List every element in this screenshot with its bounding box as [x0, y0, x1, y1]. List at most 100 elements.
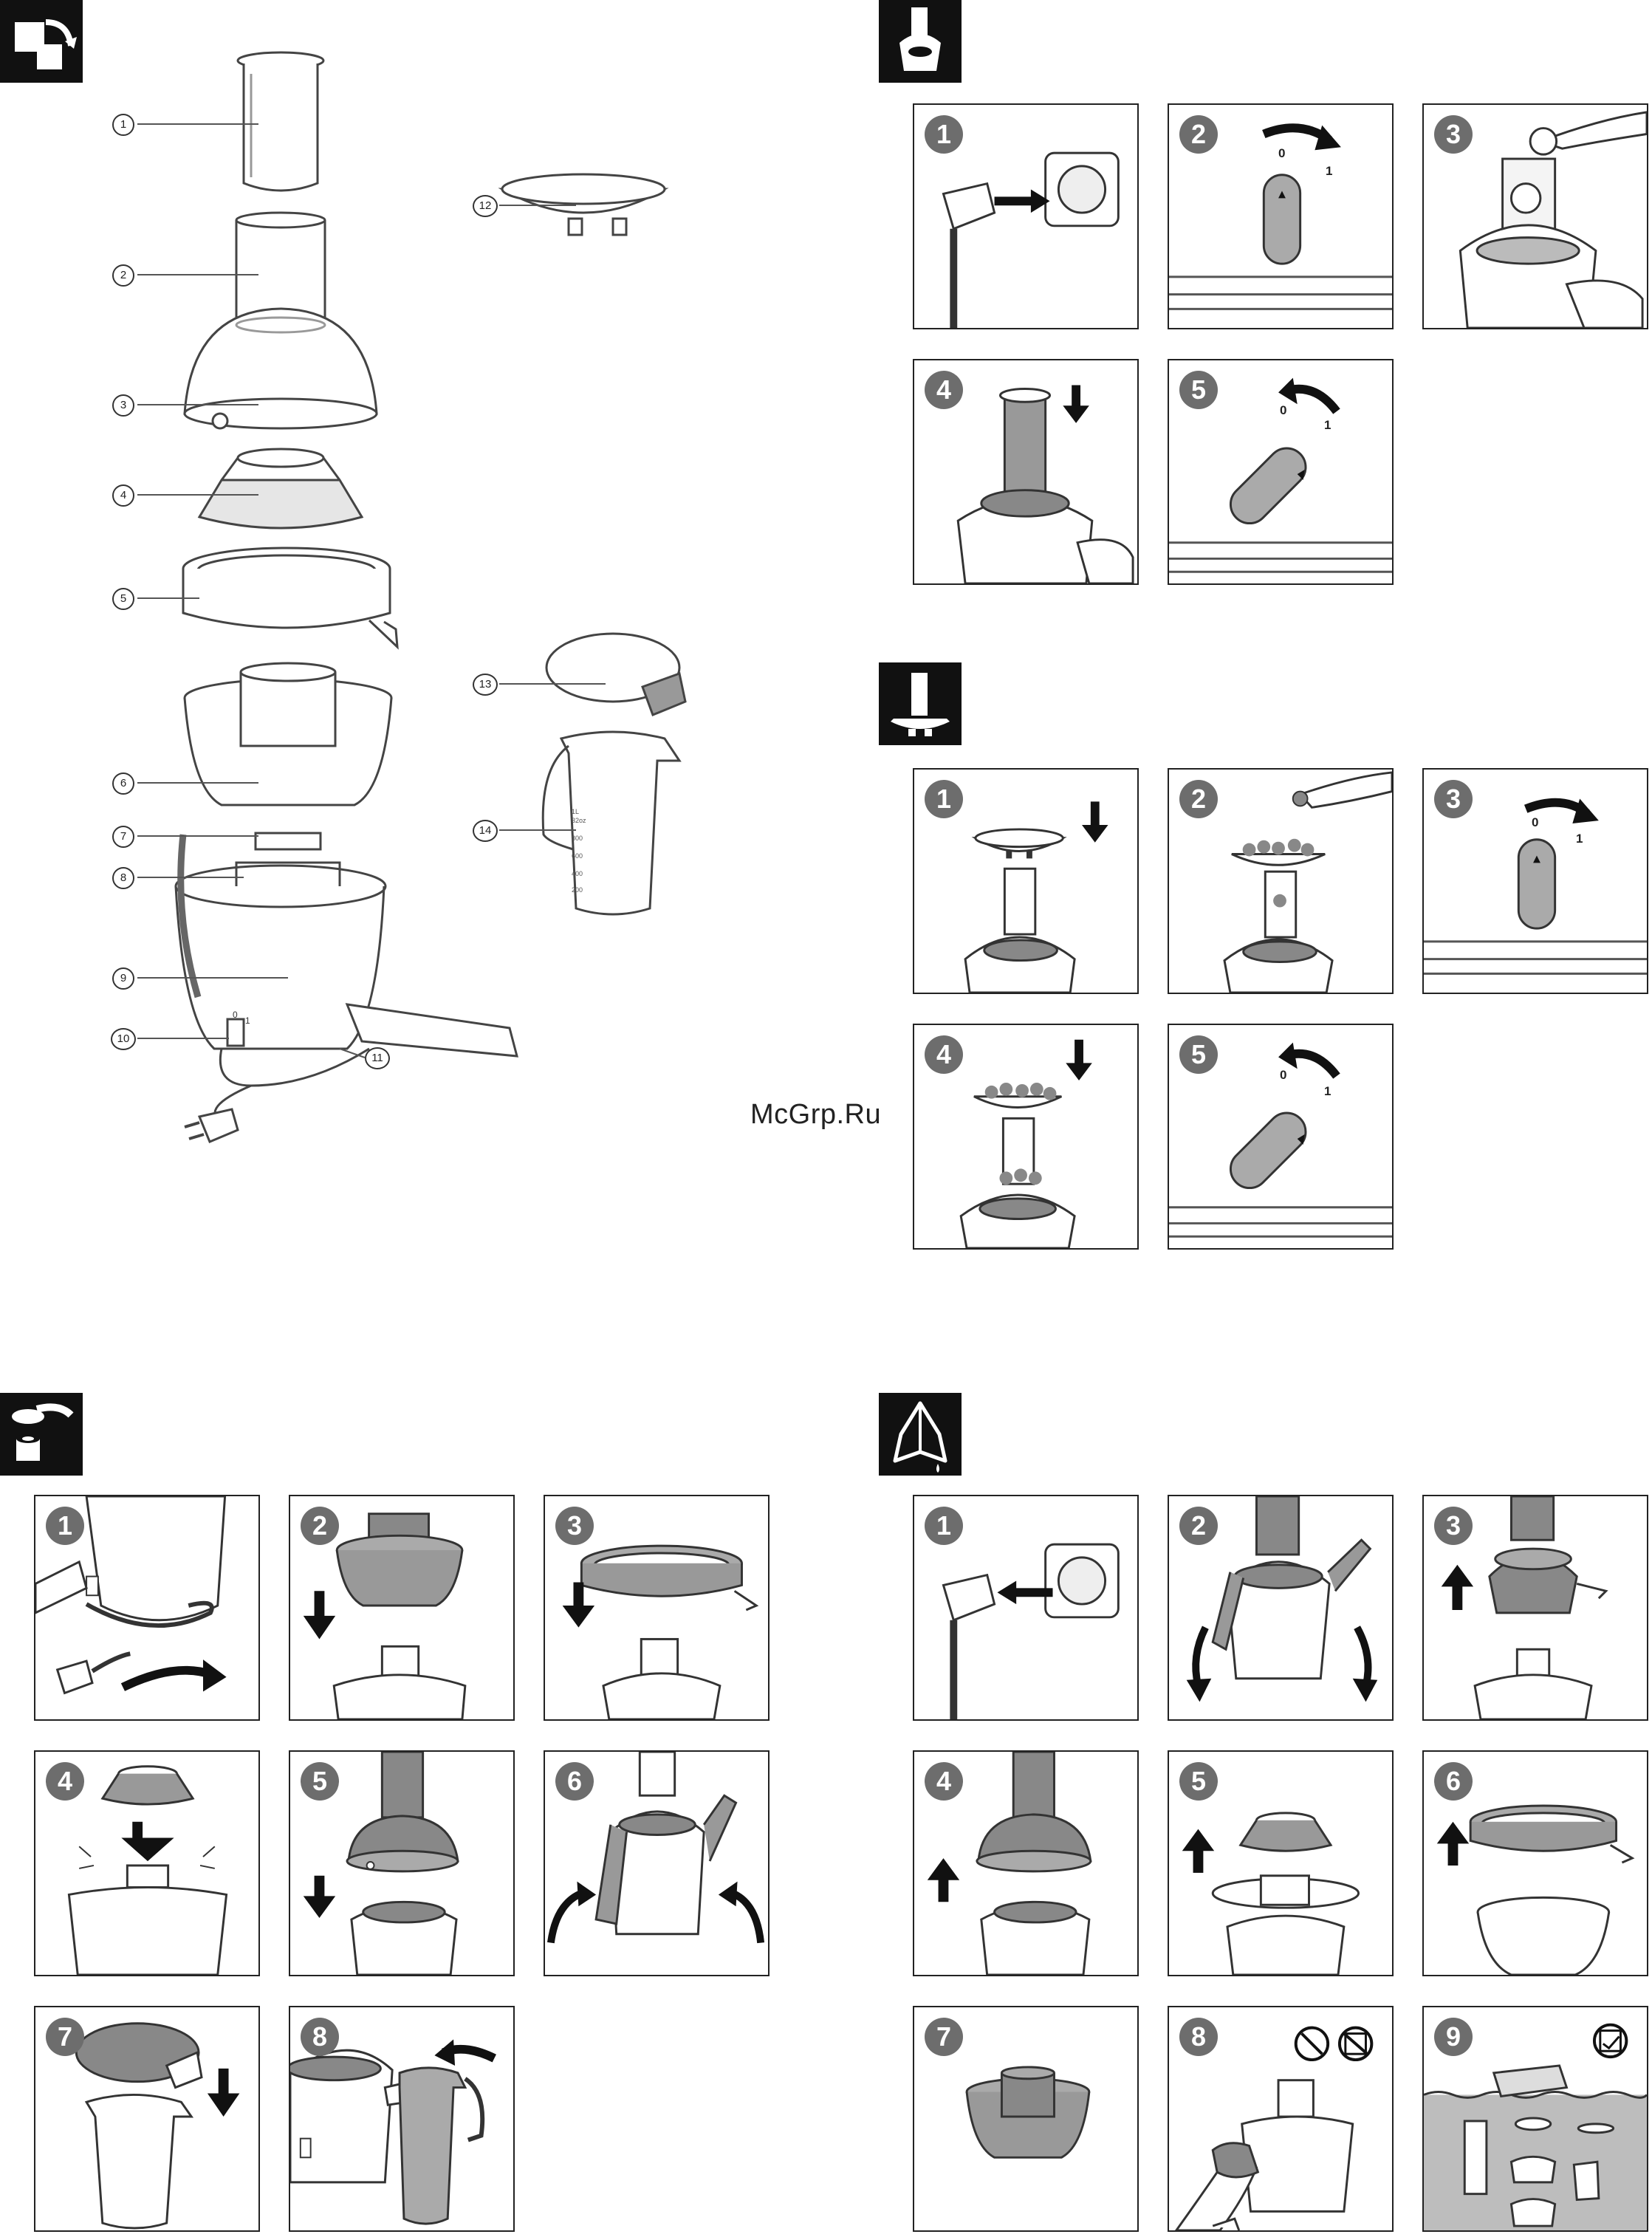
callout-12: 12 [473, 195, 498, 217]
step-number: 1 [925, 780, 963, 818]
setup-icon [0, 1393, 83, 1476]
juicing-section-icon [879, 0, 962, 83]
juicer-icon [879, 0, 962, 83]
step-number: 3 [1434, 780, 1473, 818]
juicing-step-2-panel: 2 0 1 [1168, 103, 1394, 329]
step-number: 5 [301, 1762, 339, 1801]
callout-5: 5 [112, 588, 134, 610]
tray-step-3-panel: 3 0 1 [1422, 768, 1648, 994]
callout-11: 11 [365, 1047, 390, 1069]
setup-step-1-panel: 1 [34, 1495, 260, 1721]
jug-part [543, 732, 679, 914]
cleaning-step-3-panel: 3 [1422, 1495, 1648, 1721]
cleaning-step-7-panel: 7 [913, 2006, 1139, 2232]
cleaning-step-8-panel: 8 [1168, 2006, 1394, 2232]
jug-lid-part [546, 634, 685, 715]
switch-off-label: 0 [1532, 815, 1538, 830]
step-number: 8 [1179, 2018, 1218, 2056]
callout-10: 10 [111, 1028, 136, 1050]
switch-off-label: 0 [1280, 1068, 1286, 1083]
cleaning-cloth-icon [879, 1393, 962, 1476]
switch-off-label: 0 [1278, 146, 1285, 161]
watermark: McGrp.Ru [750, 1099, 881, 1131]
jug-marking-600: 600 [572, 852, 583, 860]
callout-13: 13 [473, 674, 498, 696]
setup-step-6-panel: 6 [544, 1750, 770, 1976]
juicing-step-3-panel: 3 [1422, 103, 1648, 329]
step-number: 2 [1179, 115, 1218, 154]
cleaning-step-2-panel: 2 [1168, 1495, 1394, 1721]
setup-step-8-panel: 8 [289, 2006, 515, 2232]
cleaning-step-9-panel: 9 [1422, 2006, 1648, 2232]
juicing-step-4-panel: 4 [913, 359, 1139, 585]
filter-part [199, 449, 362, 528]
step-number: 6 [1434, 1762, 1473, 1801]
callout-3: 3 [112, 394, 134, 417]
switch-on-label: 1 [1326, 164, 1332, 179]
cleaning-step-6-panel: 6 [1422, 1750, 1648, 1976]
cleaning-step-4-panel: 4 [913, 1750, 1139, 1976]
switch-on-label: 1 [1324, 1084, 1331, 1099]
switch-on-label: 1 [1324, 418, 1331, 433]
cleaning-step-1-panel: 1 [913, 1495, 1139, 1721]
step-number: 2 [301, 1507, 339, 1545]
callout-14: 14 [473, 820, 498, 842]
step-number: 3 [555, 1507, 594, 1545]
cleaning-step-5-panel: 5 [1168, 1750, 1394, 1976]
setup-step-2-panel: 2 [289, 1495, 515, 1721]
base-switch-on-label: 1 [245, 1015, 250, 1026]
callout-9: 9 [112, 967, 134, 990]
step-number: 4 [925, 1035, 963, 1074]
tray-step-2-panel: 2 [1168, 768, 1394, 994]
tray-step-1-panel: 1 [913, 768, 1139, 994]
callout-7: 7 [112, 826, 134, 848]
step-number: 9 [1434, 2018, 1473, 2056]
step-number: 7 [46, 2018, 84, 2056]
jug-marking-200: 200 [572, 886, 583, 894]
step-number: 2 [1179, 1507, 1218, 1545]
callout-8: 8 [112, 867, 134, 889]
step-number: 1 [925, 1507, 963, 1545]
setup-section-icon [0, 1393, 83, 1476]
step-number: 6 [555, 1762, 594, 1801]
setup-step-4-panel: 4 [34, 1750, 260, 1976]
step-number: 1 [925, 115, 963, 154]
cleaning-section-icon [879, 1393, 962, 1476]
step-number: 7 [925, 2018, 963, 2056]
bowl-part [185, 663, 391, 805]
setup-step-5-panel: 5 [289, 1750, 515, 1976]
pulp-ring-part [183, 548, 397, 647]
callout-4: 4 [112, 484, 134, 507]
jug-marking-32oz: 32oz [572, 817, 586, 824]
callout-6: 6 [112, 772, 134, 795]
callout-2: 2 [112, 264, 134, 287]
step-number: 5 [1179, 1762, 1218, 1801]
juicing-step-1-panel: 1 [913, 103, 1139, 329]
setup-step-3-panel: 3 [544, 1495, 770, 1721]
step-number: 1 [46, 1507, 84, 1545]
base-switch-off-label: 0 [233, 1010, 238, 1020]
switch-off-label: 0 [1280, 403, 1286, 418]
step-number: 5 [1179, 371, 1218, 409]
step-number: 4 [925, 1762, 963, 1801]
lid-with-feeding-tube-part [185, 213, 377, 428]
pusher-part [238, 52, 323, 191]
tray-step-5-panel: 5 0 1 [1168, 1024, 1394, 1250]
tray-icon [879, 662, 962, 745]
step-number: 4 [46, 1762, 84, 1801]
step-number: 8 [301, 2018, 339, 2056]
step-number: 5 [1179, 1035, 1218, 1074]
juicing-step-5-panel: 5 0 1 [1168, 359, 1394, 585]
plug-part [185, 1109, 238, 1142]
jug-marking-1l: 1L [572, 808, 579, 815]
tray-step-4-panel: 4 [913, 1024, 1139, 1250]
tray-section-icon [879, 662, 962, 745]
step-number: 3 [1434, 115, 1473, 154]
jug-marking-800: 800 [572, 835, 583, 842]
setup-step-7-panel: 7 [34, 2006, 260, 2232]
step-number: 4 [925, 371, 963, 409]
switch-on-label: 1 [1576, 832, 1583, 846]
step-number: 2 [1179, 780, 1218, 818]
callout-1: 1 [112, 114, 134, 136]
jug-marking-400: 400 [572, 870, 583, 877]
